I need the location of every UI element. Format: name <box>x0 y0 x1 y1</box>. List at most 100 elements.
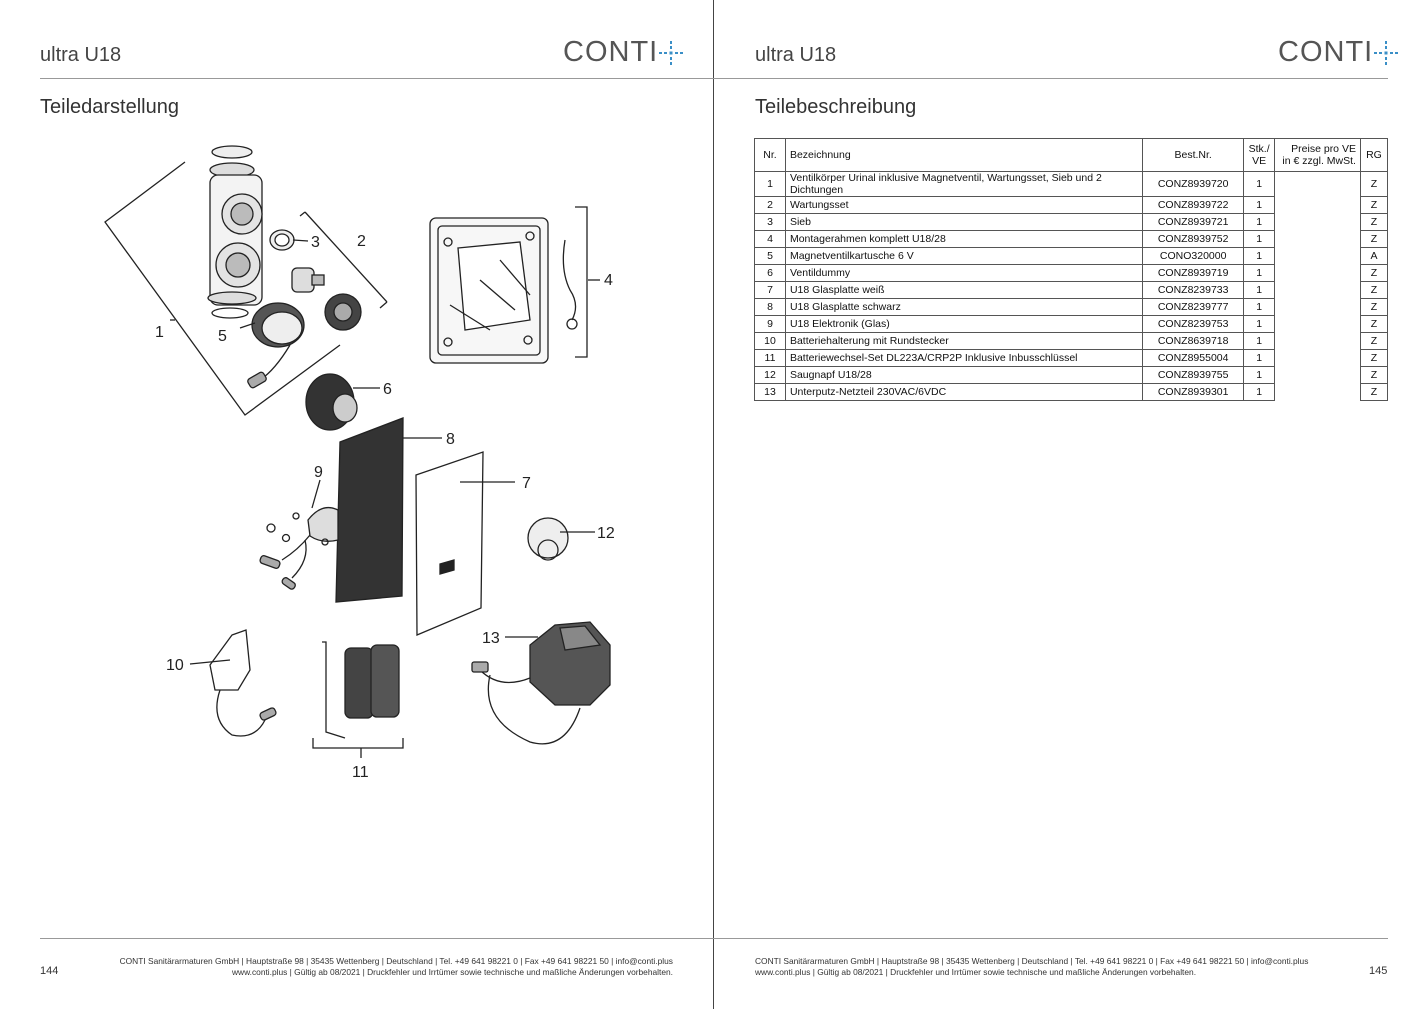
col-header-preis-line1: Preise pro VE <box>1291 143 1356 155</box>
col-header-rg: RG <box>1359 138 1389 172</box>
cell-nr: 9 <box>754 315 786 333</box>
cell-preis <box>1274 298 1361 316</box>
callout-2: 2 <box>357 233 366 250</box>
callout-10: 10 <box>166 657 184 674</box>
cell-bestnr: CONZ8239777 <box>1142 298 1245 316</box>
cell-preis <box>1274 247 1361 265</box>
col-header-bestnr: Best.Nr. <box>1142 138 1245 172</box>
cell-bezeichnung: Montagerahmen komplett U18/28 <box>784 230 1144 248</box>
footer-disclaimer: www.conti.plus | Gültig ab 08/2021 | Dru… <box>231 967 673 977</box>
callout-7: 7 <box>522 475 531 492</box>
callout-9: 9 <box>314 464 323 481</box>
cell-rg: Z <box>1359 264 1389 282</box>
cell-preis <box>1274 196 1361 214</box>
page-divider <box>713 0 714 1009</box>
cell-bestnr: CONZ8955004 <box>1142 349 1245 367</box>
cell-nr: 1 <box>754 171 786 197</box>
right-page: ultra U18 CONTI Teilebeschreibung Nr. Be… <box>714 0 1428 1009</box>
cell-bestnr: CONZ8939719 <box>1142 264 1245 282</box>
callout-1: 1 <box>155 324 164 341</box>
header-rule <box>714 78 1388 79</box>
cell-nr: 4 <box>754 230 786 248</box>
cell-rg: Z <box>1359 196 1389 214</box>
cell-bezeichnung: Ventildummy <box>784 264 1144 282</box>
cell-stk: 1 <box>1243 264 1276 282</box>
cell-rg: Z <box>1359 230 1389 248</box>
footer-address: CONTI Sanitärarmaturen GmbH | Hauptstraß… <box>755 956 1309 966</box>
page-number: 144 <box>40 965 59 977</box>
cell-nr: 11 <box>754 349 786 367</box>
cell-preis <box>1274 349 1361 367</box>
cell-preis <box>1274 383 1361 401</box>
valve-body-drawing <box>207 145 263 319</box>
cell-preis <box>1274 332 1361 350</box>
left-page: ultra U18 CONTI Teiledarstellung <box>40 36 714 977</box>
product-title: ultra U18 <box>40 44 122 66</box>
cell-bezeichnung: Batteriewechsel-Set DL223A/CRP2P Inklusi… <box>784 349 1144 367</box>
cell-stk: 1 <box>1243 230 1276 248</box>
cell-bezeichnung: Batteriehalterung mit Rundstecker <box>784 332 1144 350</box>
cell-nr: 7 <box>754 281 786 299</box>
cell-bezeichnung: Saugnapf U18/28 <box>784 366 1144 384</box>
cell-bestnr: CONO320000 <box>1142 247 1245 265</box>
cell-rg: Z <box>1359 281 1389 299</box>
product-title: ultra U18 <box>755 44 837 66</box>
cell-preis <box>1274 366 1361 384</box>
cell-stk: 1 <box>1243 196 1276 214</box>
exploded-parts-drawing: 1 2 3 4 5 6 7 8 9 10 11 12 13 <box>104 145 615 781</box>
cell-preis <box>1274 213 1361 231</box>
callout-4: 4 <box>604 272 613 289</box>
cell-bezeichnung: Ventilkörper Urinal inklusive Magnetvent… <box>784 171 1144 197</box>
cell-stk: 1 <box>1243 247 1276 265</box>
footer-rule <box>714 938 1388 939</box>
cell-rg: Z <box>1359 349 1389 367</box>
cell-rg: Z <box>1359 332 1389 350</box>
brand-name: CONTI <box>563 36 659 68</box>
cell-bestnr: CONZ8939755 <box>1142 366 1245 384</box>
section-title-parts-description: Teilebeschreibung <box>755 96 917 118</box>
col-header-stk-line1: Stk./ <box>1248 143 1270 155</box>
cell-rg: Z <box>1359 383 1389 401</box>
cell-rg: Z <box>1359 315 1389 333</box>
col-header-bezeichnung: Bezeichnung <box>784 138 1144 172</box>
callout-6: 6 <box>383 381 392 398</box>
cell-stk: 1 <box>1243 213 1276 231</box>
cell-bezeichnung: Sieb <box>784 213 1144 231</box>
cell-bestnr: CONZ8939720 <box>1142 171 1245 197</box>
cell-bestnr: CONZ8239753 <box>1142 315 1245 333</box>
cell-bezeichnung: Magnetventilkartusche 6 V <box>784 247 1144 265</box>
footer-rule <box>40 938 714 939</box>
cell-bezeichnung: Wartungsset <box>784 196 1144 214</box>
cell-stk: 1 <box>1243 332 1276 350</box>
cell-nr: 8 <box>754 298 786 316</box>
cell-rg: Z <box>1359 213 1389 231</box>
table-header-row: Nr. Bezeichnung Best.Nr. Stk./ VE Preise… <box>754 138 1389 172</box>
cell-preis <box>1274 281 1361 299</box>
cell-nr: 10 <box>754 332 786 350</box>
cell-preis <box>1274 230 1361 248</box>
col-header-stk: Stk./ VE <box>1243 138 1276 172</box>
cell-nr: 3 <box>754 213 786 231</box>
cell-bestnr: CONZ8939752 <box>1142 230 1245 248</box>
page-number: 145 <box>1369 965 1388 977</box>
callout-12: 12 <box>597 525 615 542</box>
col-header-nr: Nr. <box>754 138 786 172</box>
cell-stk: 1 <box>1243 315 1276 333</box>
cell-bezeichnung: Unterputz-Netzteil 230VAC/6VDC <box>784 383 1144 401</box>
footer-address: CONTI Sanitärarmaturen GmbH | Hauptstraß… <box>119 956 673 966</box>
cell-rg: Z <box>1359 366 1389 384</box>
cell-bezeichnung: U18 Glasplatte schwarz <box>784 298 1144 316</box>
cell-nr: 5 <box>754 247 786 265</box>
cell-bestnr: CONZ8939301 <box>1142 383 1245 401</box>
cell-stk: 1 <box>1243 281 1276 299</box>
cell-nr: 2 <box>754 196 786 214</box>
cell-stk: 1 <box>1243 171 1276 197</box>
